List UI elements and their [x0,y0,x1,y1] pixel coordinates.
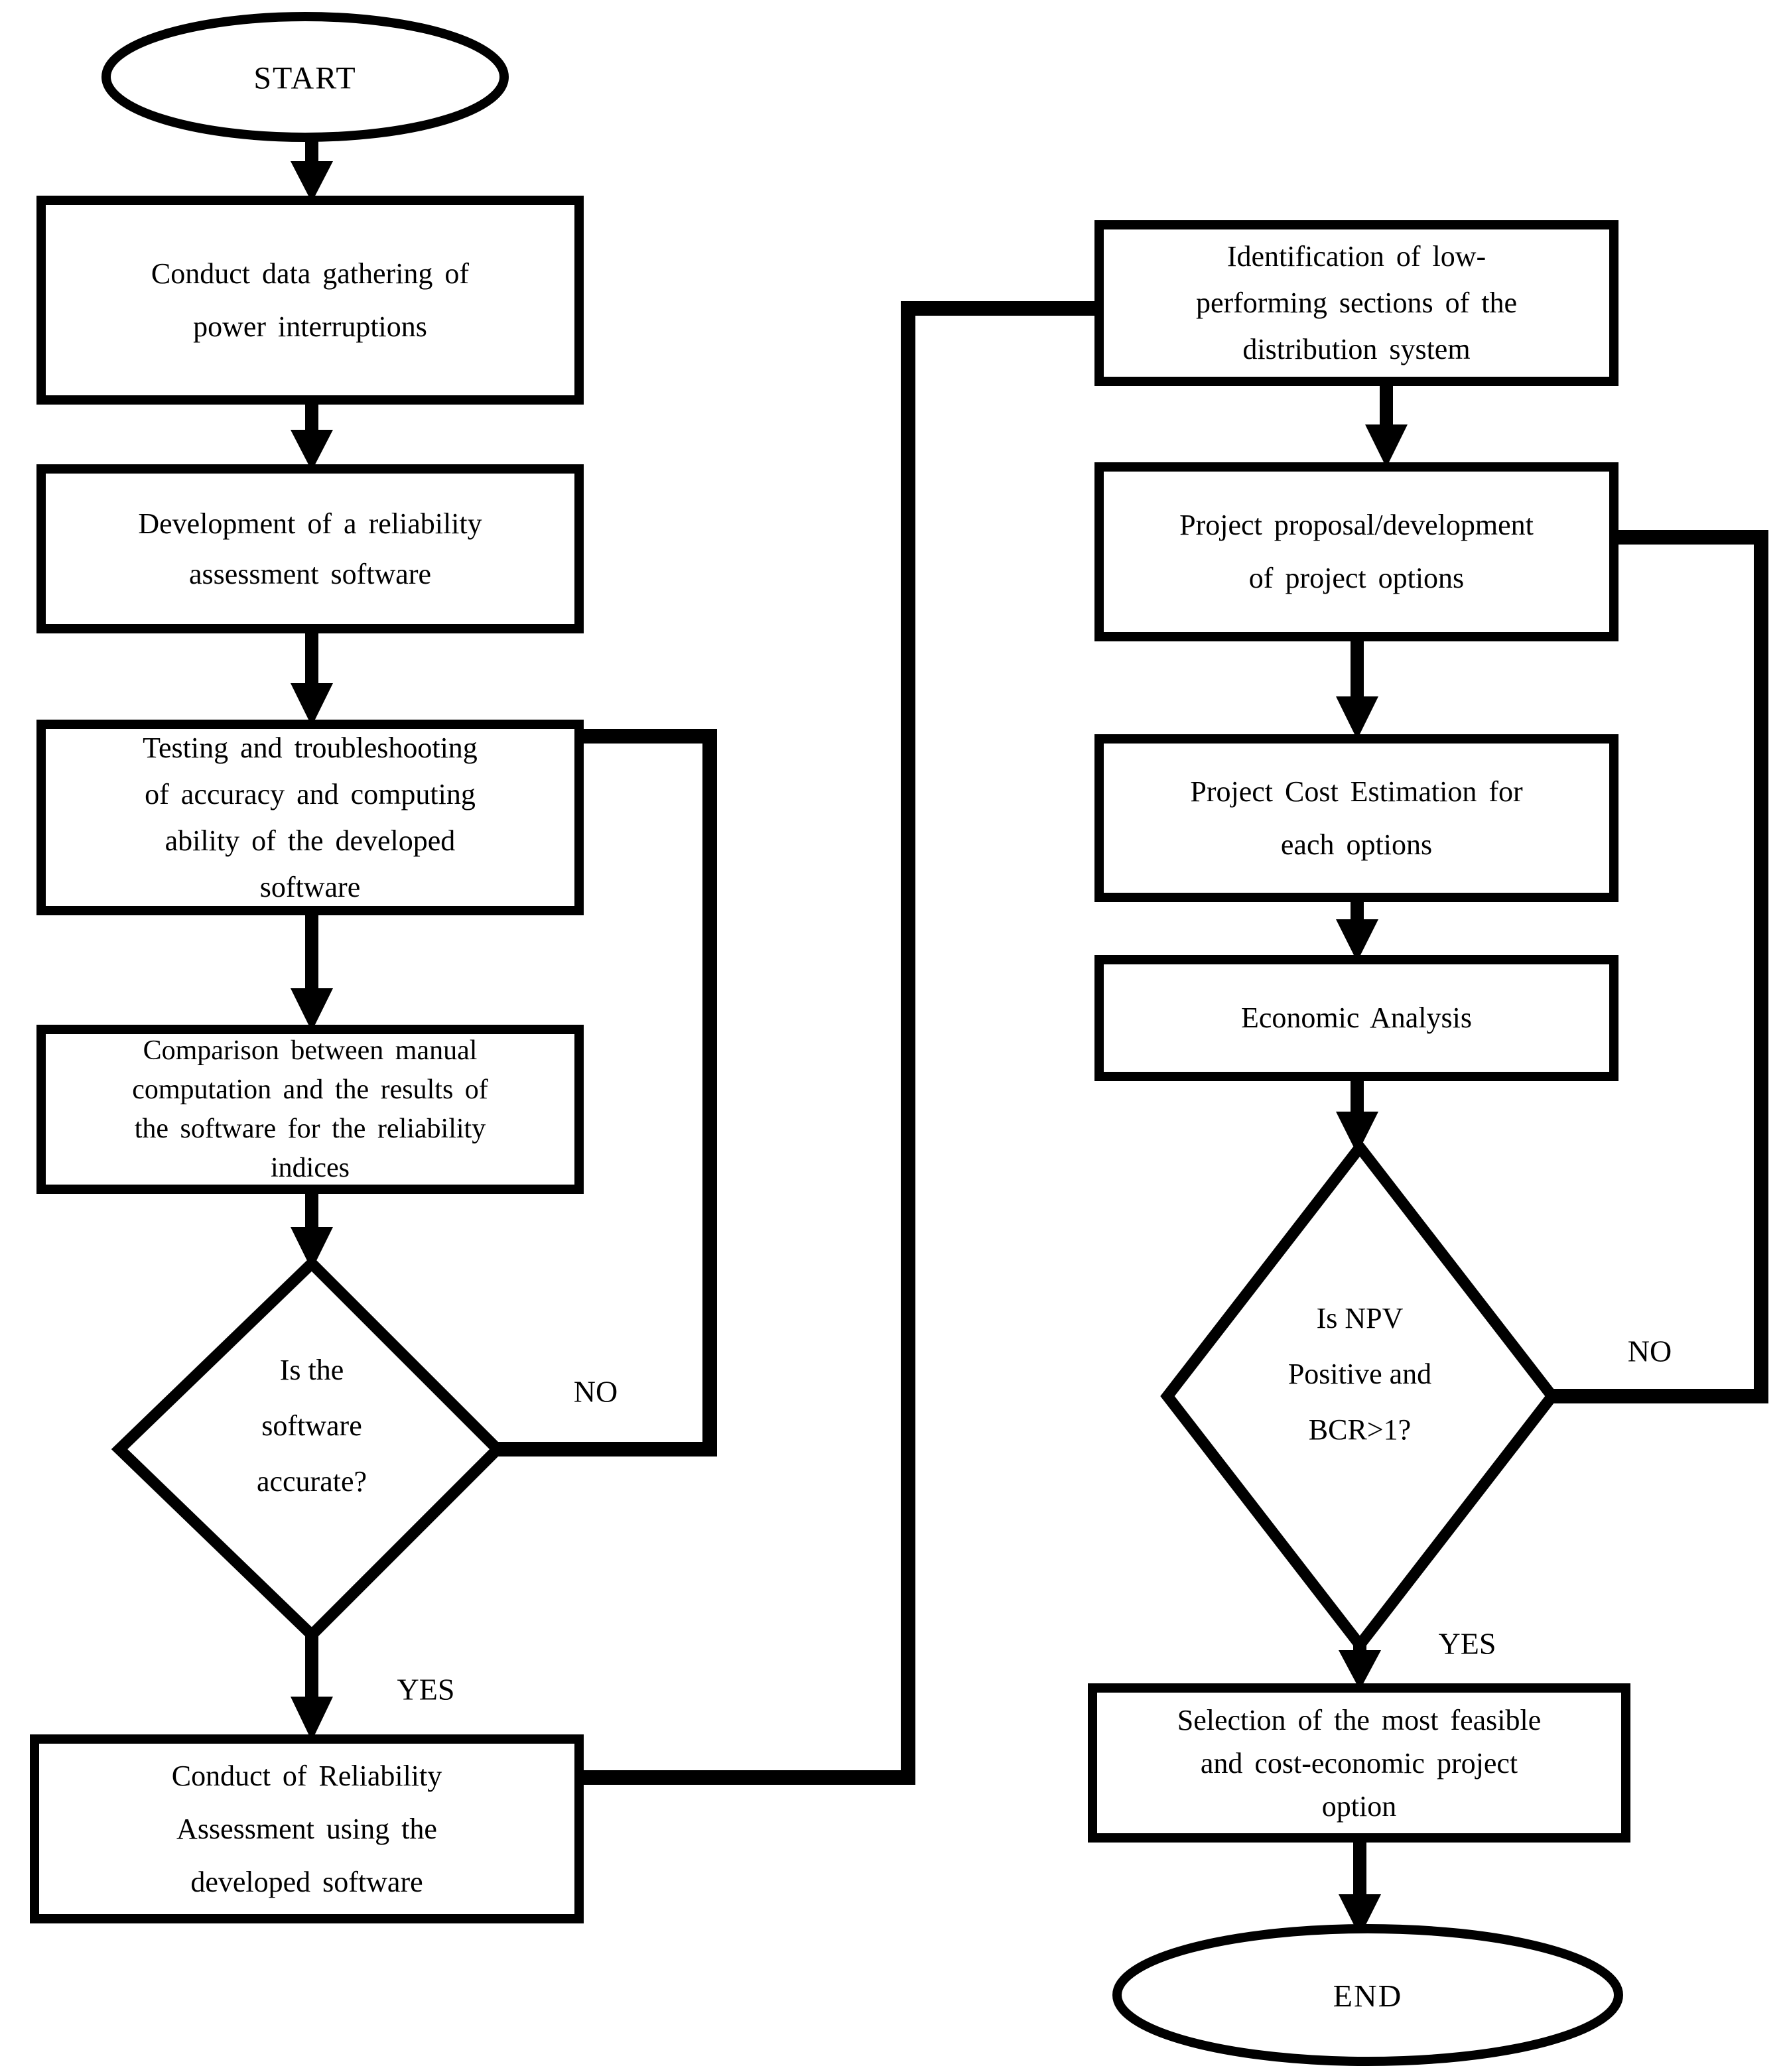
process-testing: Testing and troubleshooting of accuracy … [36,720,584,915]
arrow-heads [291,161,1408,1937]
arrowhead-gathering-to-development [291,430,333,471]
arrowhead-start-to-gathering [291,161,333,202]
end-terminator-label: END [1333,1978,1403,2014]
process-project-proposal-label: Project proposal/development of project … [1179,509,1534,594]
arrowhead-cost-to-economic [1336,919,1378,962]
process-data-gathering-label: Conduct data gathering of power interrup… [151,257,470,343]
arrowhead-economic-to-decision [1336,1112,1378,1154]
process-selection: Selection of the most feasible and cost-… [1088,1683,1630,1843]
arrowhead-decision-yes-to-selection [1339,1650,1381,1690]
edge-accuracy-no-loop [488,729,717,1457]
process-conduct-assessment: Conduct of Reliability Assessment using … [30,1734,584,1923]
end-terminator-shape [1112,1924,1623,2066]
decision-software-accurate-diamond [111,1256,506,1643]
process-economic-analysis: Economic Analysis [1094,955,1618,1081]
process-comparison: Comparison between manual computation an… [36,1025,584,1194]
process-conduct-assessment-label: Conduct of Reliability Assessment using … [171,1759,442,1898]
start-terminator-shape [101,12,509,142]
npv-yes-label: YES [1438,1626,1496,1661]
decision-npv-bcr-diamond [1160,1138,1559,1654]
process-identification: Identification of low- performing sectio… [1094,220,1618,386]
process-economic-analysis-label: Economic Analysis [1241,1002,1472,1034]
edge-assessment-to-identification [576,301,1102,1785]
process-development-label: Development of a reliability assessment … [138,507,482,590]
arrowhead-selection-to-end [1339,1894,1381,1937]
start-terminator-label: START [253,60,357,96]
arrowhead-development-to-testing [291,683,333,726]
process-testing-label: Testing and troubleshooting of accuracy … [143,731,478,903]
accuracy-yes-label: YES [397,1672,455,1707]
arrowhead-proposal-to-cost [1336,696,1378,740]
process-data-gathering: Conduct data gathering of power interrup… [36,196,584,405]
accuracy-no-label: NO [573,1374,618,1409]
arrowhead-identification-to-proposal [1365,424,1408,468]
npv-no-label: NO [1627,1334,1672,1368]
edge-npv-no-loop [1549,530,1768,1403]
arrowhead-comparison-to-decision [291,1227,333,1270]
arrowhead-testing-to-comparison [291,988,333,1031]
process-comparison-label: Comparison between manual computation an… [132,1035,488,1183]
process-cost-estimation: Project Cost Estimation for each options [1094,734,1618,902]
process-cost-estimation-label: Project Cost Estimation for each options [1190,775,1523,861]
process-project-proposal: Project proposal/development of project … [1094,462,1618,641]
decision-npv-bcr-label: Is NPV Positive and BCR>1? [1288,1302,1432,1446]
process-identification-label: Identification of low- performing sectio… [1195,240,1518,365]
process-selection-label: Selection of the most feasible and cost-… [1177,1703,1542,1823]
decision-software-accurate-label: Is the software accurate? [256,1354,367,1498]
process-development: Development of a reliability assessment … [36,464,584,633]
arrowhead-decision-yes-to-assessment [291,1697,333,1741]
